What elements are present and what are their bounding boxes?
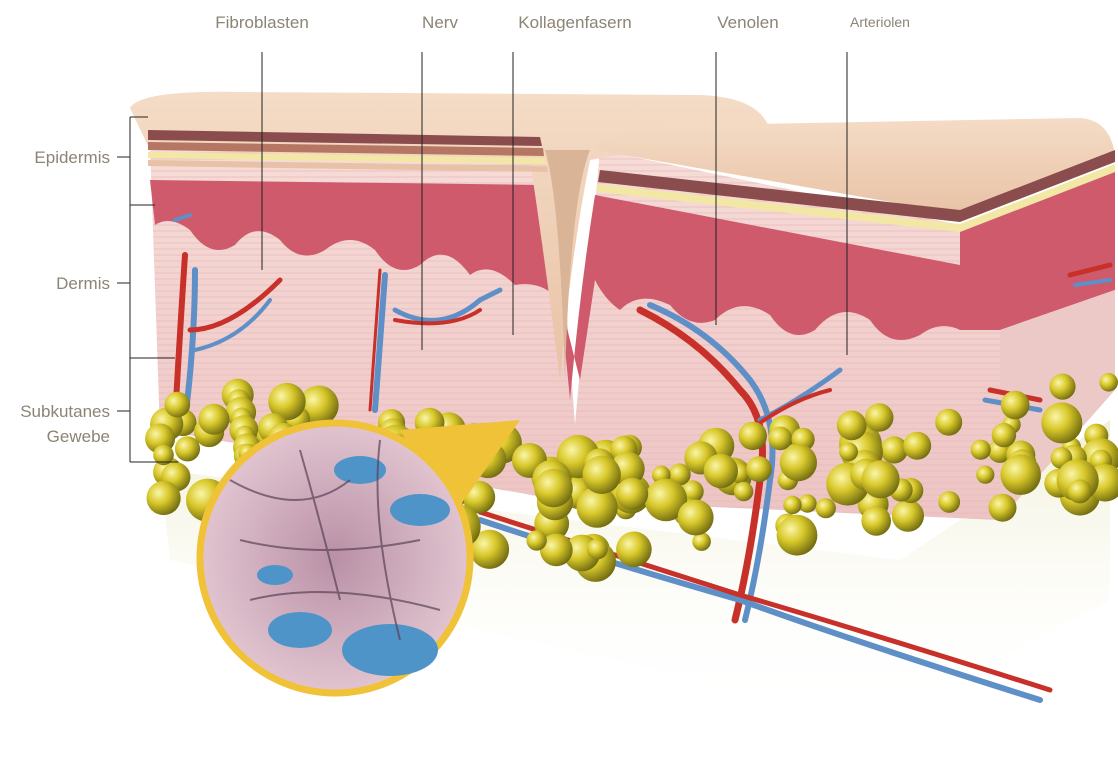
fat-globule <box>583 456 621 494</box>
fat-globule <box>704 454 738 488</box>
fat-globule <box>783 496 801 514</box>
fat-globule <box>198 404 229 435</box>
fat-globule <box>935 409 962 436</box>
label-arteriolen: Arteriolen <box>850 14 910 30</box>
fat-globule <box>777 515 818 556</box>
fat-globule <box>1041 402 1082 443</box>
fat-globule <box>616 532 652 568</box>
fat-globule <box>1001 391 1030 420</box>
fat-globule <box>526 530 546 550</box>
fat-globule <box>892 500 924 532</box>
fat-globule <box>976 466 994 484</box>
label-epidermis: Epidermis <box>34 148 110 167</box>
fat-globule <box>616 478 648 510</box>
fat-globule <box>881 436 908 463</box>
fat-globule <box>746 456 772 482</box>
label-subkutanes: Subkutanes <box>20 402 110 421</box>
fat-globule <box>175 436 200 461</box>
fat-globule <box>839 442 858 461</box>
label-nerv: Nerv <box>422 13 458 32</box>
fat-globule <box>1099 373 1118 392</box>
fat-globule <box>678 500 714 536</box>
fat-globule <box>816 498 836 518</box>
fat-globule <box>938 491 960 513</box>
fat-globule <box>534 469 573 508</box>
fat-globule <box>739 422 767 450</box>
fat-globule <box>903 432 931 460</box>
fat-globule <box>1049 374 1075 400</box>
fat-globule <box>147 481 181 515</box>
label-fibroblasten: Fibroblasten <box>215 13 309 32</box>
fat-globule <box>862 460 900 498</box>
fat-globule <box>165 392 191 418</box>
fat-globule <box>768 427 792 451</box>
fat-globule <box>837 411 867 441</box>
label-gewebe: Gewebe <box>47 427 110 446</box>
fat-globule <box>971 440 991 460</box>
fat-globule <box>992 423 1016 447</box>
fat-globule <box>865 403 893 431</box>
fat-globule <box>861 506 891 536</box>
fat-globule <box>734 482 753 501</box>
fat-globule <box>587 539 608 560</box>
zoom-magnifier <box>200 420 520 693</box>
label-dermis: Dermis <box>56 274 110 293</box>
fat-globule <box>1000 454 1041 495</box>
fat-globule <box>780 444 817 481</box>
label-venolen: Venolen <box>717 13 778 32</box>
fat-globule <box>989 494 1017 522</box>
label-kollagenfasern: Kollagenfasern <box>518 13 631 32</box>
fat-globule <box>1068 479 1092 503</box>
